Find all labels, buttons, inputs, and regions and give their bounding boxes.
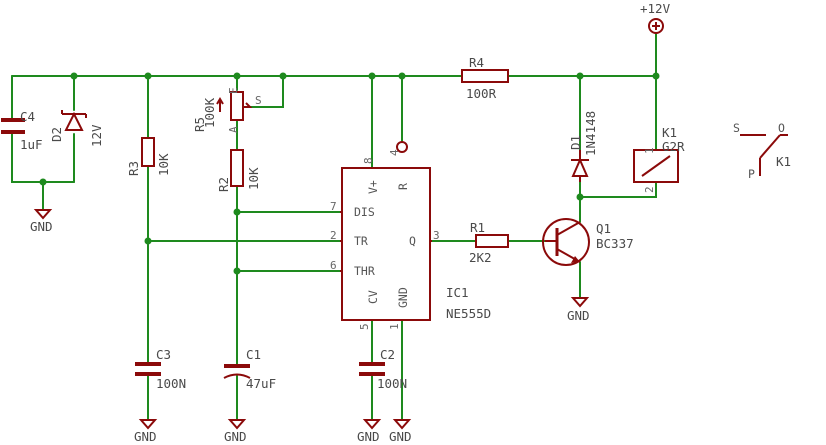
k1-switch-o: O bbox=[778, 121, 785, 135]
ic1-ref: IC1 bbox=[446, 285, 469, 300]
d1-ref: D1 bbox=[568, 135, 583, 150]
r1-value: 2K2 bbox=[469, 250, 492, 265]
transistor-q1: Q1 BC337 bbox=[542, 218, 634, 266]
r5-ref: R5 bbox=[192, 117, 207, 132]
ic1-pin-num-2: 2 bbox=[330, 229, 337, 242]
ground-label: GND bbox=[224, 429, 247, 444]
c2-ref: C2 bbox=[380, 347, 395, 362]
ic1-pin-num-3: 3 bbox=[433, 229, 440, 242]
c1-ref: C1 bbox=[246, 347, 261, 362]
ground-c3: GND bbox=[134, 419, 158, 444]
relay-coil-k1: K1 G2R 1 2 bbox=[633, 125, 685, 193]
ic1-value: NE555D bbox=[446, 306, 491, 321]
k1-value: G2R bbox=[662, 139, 685, 154]
r1-ref: R1 bbox=[470, 220, 485, 235]
ground-q1: GND bbox=[567, 297, 590, 323]
ic1-pin-name-gnd: GND bbox=[396, 287, 410, 308]
ground-c4: GND bbox=[30, 209, 53, 234]
ic1-pin-name-q: Q bbox=[409, 234, 416, 248]
ic1-pin-name-r: R bbox=[396, 183, 410, 190]
r5-pin-a: A bbox=[227, 126, 240, 133]
r5-pin-e: E bbox=[227, 87, 240, 94]
ic1-pin-num-1: 1 bbox=[388, 323, 401, 330]
c4-value: 1uF bbox=[20, 137, 43, 152]
capacitor-c4: C4 1uF bbox=[1, 109, 43, 152]
ground-ic1: GND bbox=[389, 419, 412, 444]
supply-symbol: +12V bbox=[640, 1, 671, 34]
ground-c1: GND bbox=[224, 419, 247, 444]
resistor-r3: R3 10K bbox=[126, 137, 171, 176]
ground-c2: GND bbox=[357, 419, 382, 444]
k1-switch-p: P bbox=[748, 167, 755, 181]
ic1-pin-num-4: 4 bbox=[388, 149, 401, 156]
ic1-pin-num-7: 7 bbox=[330, 200, 337, 213]
ground-label: GND bbox=[134, 429, 157, 444]
ic-ne555: DIS TR THR V+ R Q CV GND 7 2 6 8 4 3 5 1… bbox=[330, 141, 491, 330]
ground-label: GND bbox=[389, 429, 412, 444]
supply-label: +12V bbox=[640, 1, 671, 16]
d2-ref: D2 bbox=[49, 127, 64, 142]
k1-pin2: 2 bbox=[643, 186, 656, 193]
wires bbox=[11, 33, 657, 421]
trimmer-r5: R5 100K E A S bbox=[192, 87, 262, 133]
k1-switch-ref: K1 bbox=[776, 154, 791, 169]
c2-value: 100N bbox=[377, 376, 407, 391]
r2-value: 10K bbox=[246, 167, 261, 190]
capacitor-c3: C3 100N bbox=[135, 347, 186, 391]
resistor-r4: R4 100R bbox=[461, 55, 509, 101]
diode-d1: D1 1N4148 bbox=[568, 111, 598, 182]
ground-label: GND bbox=[30, 219, 53, 234]
capacitor-c1: C1 47uF bbox=[223, 347, 276, 391]
k1-pin1: 1 bbox=[643, 147, 656, 154]
ic1-pin-num-6: 6 bbox=[330, 259, 337, 272]
d2-value: 12V bbox=[89, 124, 104, 147]
k1-switch-s: S bbox=[733, 121, 740, 135]
r2-ref: R2 bbox=[216, 177, 231, 192]
junctions bbox=[39, 72, 660, 275]
relay-switch-k1: S O P K1 bbox=[733, 121, 791, 181]
q1-ref: Q1 bbox=[596, 221, 611, 236]
r5-value: 100K bbox=[202, 97, 217, 128]
c3-value: 100N bbox=[156, 376, 186, 391]
ic1-pin-name-thr: THR bbox=[354, 264, 375, 278]
ic1-pin-name-vplus: V+ bbox=[366, 180, 380, 194]
k1-ref: K1 bbox=[662, 125, 677, 140]
capacitor-c2: C2 100N bbox=[359, 347, 407, 391]
r4-value: 100R bbox=[466, 86, 497, 101]
ground-label: GND bbox=[357, 429, 380, 444]
ic1-pin-name-tr: TR bbox=[354, 234, 368, 248]
ic1-pin-num-8: 8 bbox=[362, 157, 375, 164]
ground-label: GND bbox=[567, 308, 590, 323]
r4-ref: R4 bbox=[469, 55, 484, 70]
ic1-pin-name-cv: CV bbox=[366, 290, 380, 304]
ic1-pin-name-dis: DIS bbox=[354, 205, 375, 219]
d1-value: 1N4148 bbox=[583, 111, 598, 156]
zener-diode-d2: D2 12V bbox=[49, 110, 104, 147]
c3-ref: C3 bbox=[156, 347, 171, 362]
r3-ref: R3 bbox=[126, 161, 141, 176]
c1-value: 47uF bbox=[246, 376, 276, 391]
r5-pin-s: S bbox=[255, 94, 262, 107]
resistor-r2: R2 10K bbox=[216, 149, 261, 192]
c4-ref: C4 bbox=[20, 109, 35, 124]
r3-value: 10K bbox=[156, 153, 171, 176]
resistor-r1: R1 2K2 bbox=[469, 220, 509, 265]
ic1-pin-num-5: 5 bbox=[358, 323, 371, 330]
q1-value: BC337 bbox=[596, 236, 634, 251]
